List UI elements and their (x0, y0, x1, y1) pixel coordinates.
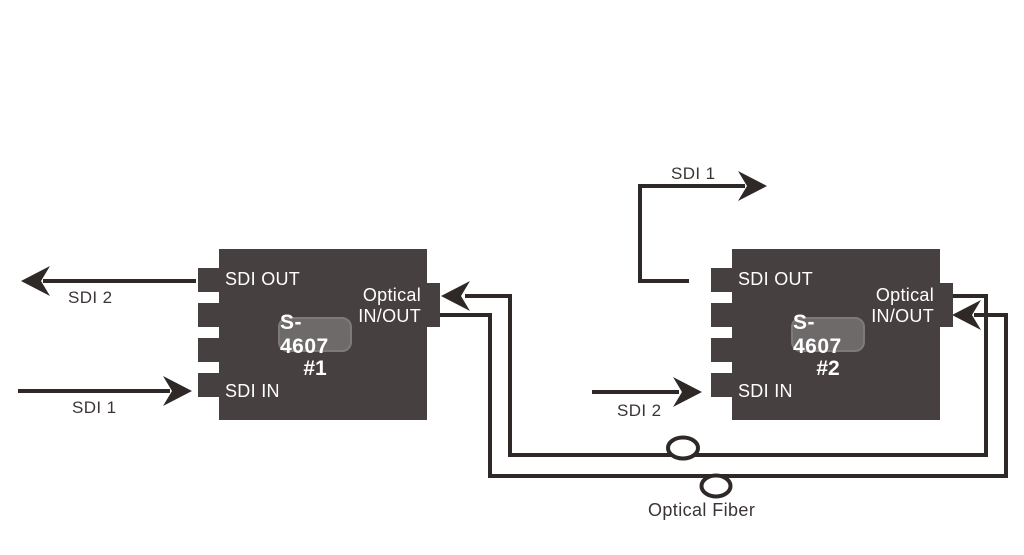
sdi-connector-tab (198, 268, 220, 292)
optical-in-arrowhead-dev1-icon (441, 281, 470, 311)
sdi1-output-label: SDI 1 (671, 164, 716, 183)
sdi1-output-arrowhead-icon (738, 171, 767, 201)
optical-port-label-line1: Optical (875, 285, 934, 305)
sdi-connector-tab (711, 268, 733, 292)
sdi-connector-tab (198, 373, 220, 397)
sdi2-output-arrowhead-icon (21, 266, 50, 296)
optical-port-label: Optical IN/OUT (325, 285, 421, 327)
fiber-loop-icon (666, 435, 700, 461)
optical-connector-tab (427, 283, 440, 327)
sdi-connector-tab (711, 338, 733, 362)
optical-port-label-line1: Optical (362, 285, 421, 305)
sdi-in-port-label: SDI IN (225, 381, 280, 401)
model-badge: S-4607 (278, 311, 352, 358)
sdi-out-port-label: SDI OUT (225, 269, 301, 289)
device-s4607-2: SDI OUT Optical IN/OUT S-4607 #2 SDI IN (711, 249, 953, 420)
optical-connector-tab (940, 283, 953, 327)
sdi1-input-arrowhead-icon (163, 376, 192, 406)
sdi2-output-label: SDI 2 (68, 288, 113, 307)
unit-number-label: #2 (816, 357, 840, 380)
sdi-connector-tab (711, 373, 733, 397)
optical-port-label-line2: IN/OUT (871, 306, 934, 326)
optical-port-label: Optical IN/OUT (838, 285, 934, 327)
model-badge: S-4607 (791, 311, 865, 358)
sdi-connector-tab (198, 338, 220, 362)
sdi-connector-tab (711, 303, 733, 327)
optical-fiber-label: Optical Fiber (648, 500, 756, 520)
sdi-connector-tab (198, 303, 220, 327)
optical-fiber-wire-dev1-to-dev2 (438, 313, 1008, 478)
optical-fiber-wire-dev2-to-dev1 (465, 294, 988, 457)
sdi2-input-arrowhead-icon (673, 377, 702, 407)
device-s4607-1: SDI OUT Optical IN/OUT S-4607 #1 SDI IN (198, 249, 440, 420)
fiber-loop-icon (699, 473, 733, 499)
sdi2-input-label: SDI 2 (617, 401, 662, 420)
sdi1-output-elbow-wire (638, 184, 745, 283)
optical-port-label-line2: IN/OUT (358, 306, 421, 326)
sdi-out-port-label: SDI OUT (738, 269, 814, 289)
optical-in-arrowhead-dev2-icon (952, 300, 981, 330)
sdi-in-port-label: SDI IN (738, 381, 793, 401)
sdi1-input-label: SDI 1 (72, 398, 117, 417)
unit-number-label: #1 (303, 357, 327, 380)
